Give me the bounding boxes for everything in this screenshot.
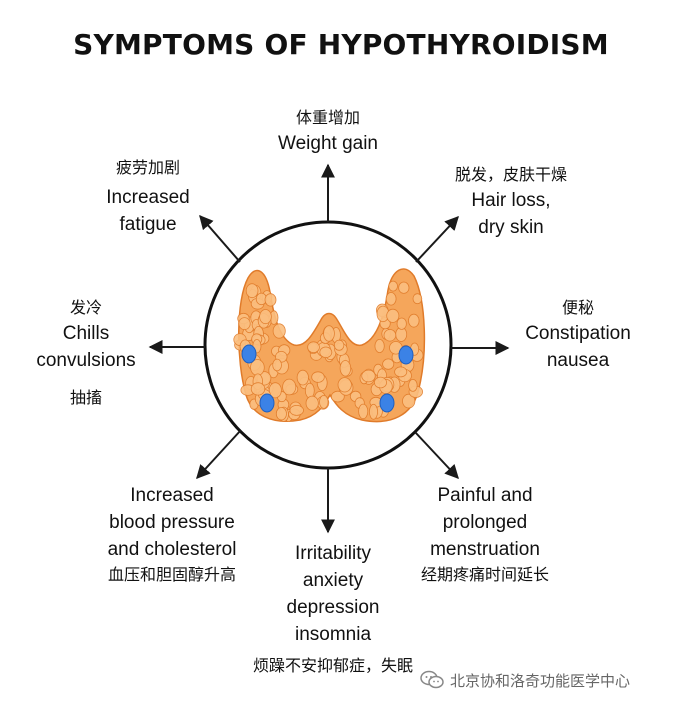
symptom-constipation: 便秘 Constipation nausea [525, 298, 631, 371]
symptom-hair-loss: 脱发，皮肤干燥 Hair loss, dry skin [454, 165, 567, 238]
page-title: SYMPTOMS OF HYPOTHYROIDISM [73, 28, 609, 61]
symptom-blood-pressure: Increased blood pressure and cholesterol… [107, 485, 237, 584]
arrow-bottom-right [414, 431, 459, 480]
watermark-text: 北京协和洛奇功能医学中心 [450, 671, 631, 690]
symptom-weight-gain: 体重增加 Weight gain [278, 108, 378, 154]
arrow-bottom-left [196, 429, 242, 480]
symptom-menstruation: Painful and prolonged menstruation 经期疼痛时… [420, 485, 549, 584]
arrow-top-right [415, 215, 459, 263]
wechat-icon [420, 670, 444, 689]
symptom-fatigue: 疲劳加剧 Increased fatigue [106, 158, 190, 235]
watermark: 北京协和洛奇功能医学中心 [420, 668, 678, 692]
arrow-top-left [199, 214, 241, 263]
symptom-chills: 发冷 Chills convulsions 抽搐 [36, 298, 136, 407]
symptom-irritability: Irritability anxiety depression insomnia… [252, 543, 413, 675]
thyroid-gland-icon [233, 268, 426, 423]
